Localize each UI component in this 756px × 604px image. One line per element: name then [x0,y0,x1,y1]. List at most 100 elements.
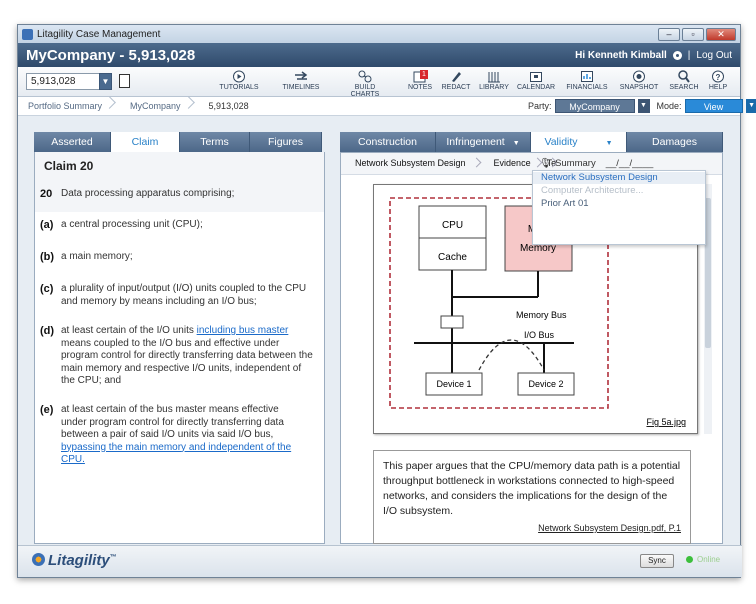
case-select[interactable]: 5,913,028 ▼ [26,73,112,90]
summary-header: 🎙 Summary __/__/____ [539,158,653,169]
claim-text: at least certain of the I/O units includ… [61,325,316,388]
figure-viewer[interactable]: CPU Cache M Memory Device 1 Device 2 Mem… [373,184,698,434]
tab-construction[interactable]: Construction [340,132,436,152]
search-label: SEARCH [669,84,699,91]
snapshot-button[interactable]: SNAPSHOT [616,70,662,91]
chart-icon [358,70,372,83]
subtab-te[interactable]: Te [543,155,559,171]
tab-asserted-claims[interactable]: Asserted Claims [34,132,111,168]
search-button[interactable]: SEARCH [664,70,704,91]
memory-bus-label: Memory Bus [516,310,567,320]
cpu-box [418,205,487,239]
help-button[interactable]: ? HELP [702,70,734,91]
notes-button[interactable]: 1 NOTES [403,70,437,91]
term-link[interactable]: including bus master [196,325,289,336]
maximize-button[interactable]: ▫ [682,27,704,41]
mode-value: View [703,102,724,112]
build-charts-button[interactable]: BUILD CHARTS [340,70,390,98]
claim-number: (b) [40,251,55,263]
connection-status: Online [686,555,720,564]
party-label: Party: [528,101,552,111]
claim-text-pre: at least certain of the I/O units [61,325,197,336]
timelines-label: TIMELINES [282,84,320,91]
financials-label: FINANCIALS [566,84,608,91]
tab-validity[interactable]: Validity▼ [531,132,627,152]
cache-label: Cache [438,252,467,263]
mic-icon[interactable]: 🎙 [539,158,552,169]
gear-icon[interactable] [672,50,682,60]
title-bar: Litagility Case Management – ▫ ✕ [18,25,740,43]
claim-text: Data processing apparatus comprising; [61,188,235,199]
tab-damages[interactable]: Damages [627,132,723,152]
timelines-button[interactable]: TIMELINES [278,70,324,91]
mode-select[interactable]: View [684,99,743,113]
calendar-button[interactable]: CALENDAR [514,70,558,91]
notes-label: NOTES [407,84,433,91]
logout-link[interactable]: Log Out [696,49,732,61]
tutorials-label: TUTORIALS [219,84,259,91]
claim-number: (c) [40,283,54,295]
app-icon [22,28,33,40]
tab-figures[interactable]: Figures [250,132,322,152]
breadcrumb-mycompany[interactable]: MyCompany [116,101,195,111]
minimize-button[interactable]: – [658,27,680,41]
menu-item-prior-art[interactable]: Prior Art 01 [541,198,589,209]
device2-box [517,372,575,396]
chevron-down-icon[interactable]: ▼ [745,99,756,113]
notes-icon: 1 [413,70,428,83]
claim-text: a plurality of input/output (I/O) units … [61,283,307,307]
figure-scrollbar[interactable] [704,184,712,434]
scrollbar-thumb[interactable] [705,198,711,348]
toolbar: 5,913,028 ▼ TUTORIALS TIMELINES BUILD CH… [18,67,740,98]
subtab-network-design[interactable]: Network Subsystem Design [351,155,482,171]
claim-text-post: means coupled to the I/O bus and effecti… [61,337,313,387]
claim-row: 20 Data processing apparatus comprising; [40,188,332,201]
subtab-evidence[interactable]: Evidence [482,155,543,171]
bus-lines [414,270,574,373]
figure-caption: Fig 5a.jpg [646,417,686,427]
tab-claim[interactable]: Claim [111,132,180,152]
party-select[interactable]: MyCompany [554,99,635,113]
tutorials-button[interactable]: TUTORIALS [216,70,262,91]
claim-header-bg [35,152,324,212]
litagility-logo: Litagility™ [32,552,117,569]
claim-text: at least certain of the bus master means… [61,404,304,467]
breadcrumb: Portfolio Summary MyCompany 5,913,028 Pa… [18,97,756,116]
status-text: Online [697,555,721,564]
claim-number: (a) [40,219,54,231]
claim-text: a central processing unit (CPU); [61,219,203,230]
menu-item-network-subsystem[interactable]: Network Subsystem Design [533,172,705,184]
claim-text: a main memory; [61,251,133,262]
library-button[interactable]: LIBRARY [476,70,512,91]
party-value: MyCompany [569,102,620,112]
financials-button[interactable]: FINANCIALS [564,70,610,91]
chevron-down-icon[interactable]: ▼ [637,99,650,113]
breadcrumb-portfolio-summary[interactable]: Portfolio Summary [18,101,116,111]
evidence-excerpt: This paper argues that the CPU/memory da… [373,450,691,544]
excerpt-text: This paper argues that the CPU/memory da… [383,460,681,517]
help-label: HELP [708,84,728,91]
sync-button[interactable]: Sync [640,554,674,568]
device1-box [425,372,483,396]
claim-row: (c) a plurality of input/output (I/O) un… [40,283,310,308]
memory-label: Memory [520,243,556,254]
timeline-icon [294,70,308,83]
chevron-down-icon: ▼ [605,140,613,147]
term-link[interactable]: bypassing the main memory and independen… [61,441,292,466]
source-link[interactable]: Network Subsystem Design.pdf, P.1 [538,523,681,533]
chevron-down-icon[interactable]: ▼ [99,73,112,90]
claim-row: (a) a central processing unit (CPU); [40,219,332,232]
tab-terms[interactable]: Terms [180,132,250,152]
pen-icon [449,70,463,83]
tab-infringement[interactable]: Infringement▼ [436,132,531,152]
claim-panel [34,152,325,544]
redact-button[interactable]: REDACT [438,70,474,91]
io-bus-label: I/O Bus [524,330,555,340]
document-icon[interactable] [119,74,130,88]
dma-path [478,339,545,371]
claim-heading: Claim 20 [44,159,94,173]
app-header: MyCompany - 5,913,028 Hi Kenneth Kimball… [18,43,740,67]
notes-badge: 1 [420,70,428,79]
close-button[interactable]: ✕ [706,27,736,41]
snapshot-label: SNAPSHOT [619,84,659,91]
